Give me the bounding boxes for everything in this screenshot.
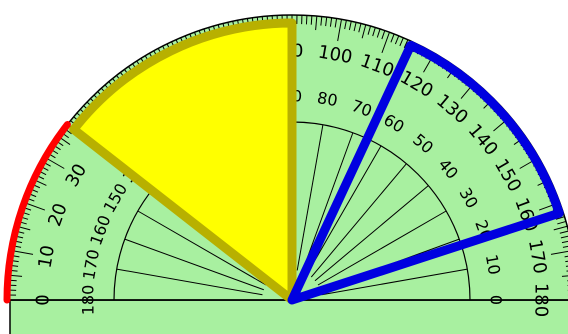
tick-mark (403, 39, 409, 49)
tick-mark (44, 157, 65, 169)
tick-mark (310, 15, 313, 25)
tick-mark (561, 275, 568, 277)
tick-mark (334, 18, 338, 28)
angle-ray (314, 185, 429, 282)
tick-mark (361, 24, 367, 39)
tick-mark (550, 250, 568, 255)
tick-mark (390, 33, 395, 43)
yellow-angle-wedge (69, 18, 297, 305)
scale-label: 80 (316, 88, 339, 110)
angle-ray (137, 210, 267, 286)
angle-ray (321, 268, 468, 296)
tick-mark (329, 17, 333, 27)
red-highlight-arc (3, 121, 71, 304)
tick-mark (565, 260, 568, 263)
tick-mark (353, 22, 357, 32)
tick-mark (315, 16, 318, 31)
tick-mark (561, 240, 568, 244)
tick-mark (325, 17, 328, 27)
tick-mark (553, 225, 568, 231)
tick-mark (555, 216, 565, 220)
angle-ray (296, 124, 324, 271)
tick-mark (348, 21, 352, 31)
tick-mark (399, 37, 404, 47)
tick-mark (24, 202, 46, 211)
angle-ray (310, 163, 407, 278)
blue-angle-wedge (287, 40, 564, 305)
angle-ray (317, 210, 447, 286)
tick-mark (381, 32, 390, 54)
angle-ray (306, 145, 382, 275)
tick-mark (559, 230, 568, 234)
tick-mark (11, 250, 34, 255)
tick-mark (394, 35, 400, 45)
tick-mark (344, 20, 347, 30)
tick-mark (367, 25, 372, 35)
scale-label: 10 (34, 244, 59, 270)
angle-ray (116, 268, 263, 296)
tick-mark (381, 30, 386, 40)
tick-mark (565, 265, 568, 267)
tick-mark (560, 235, 568, 239)
tick-mark (564, 255, 568, 258)
tick-mark (372, 27, 376, 37)
tick-mark (557, 220, 567, 225)
protractor-base-strip (9, 299, 568, 334)
tick-mark (337, 19, 342, 42)
tick-mark (562, 245, 568, 248)
scale-label: 10 (482, 253, 504, 276)
angle-ray (301, 132, 354, 272)
tick-mark (320, 16, 323, 26)
angle-ray (124, 238, 264, 291)
tick-mark (376, 28, 381, 38)
tick-mark (358, 23, 362, 33)
